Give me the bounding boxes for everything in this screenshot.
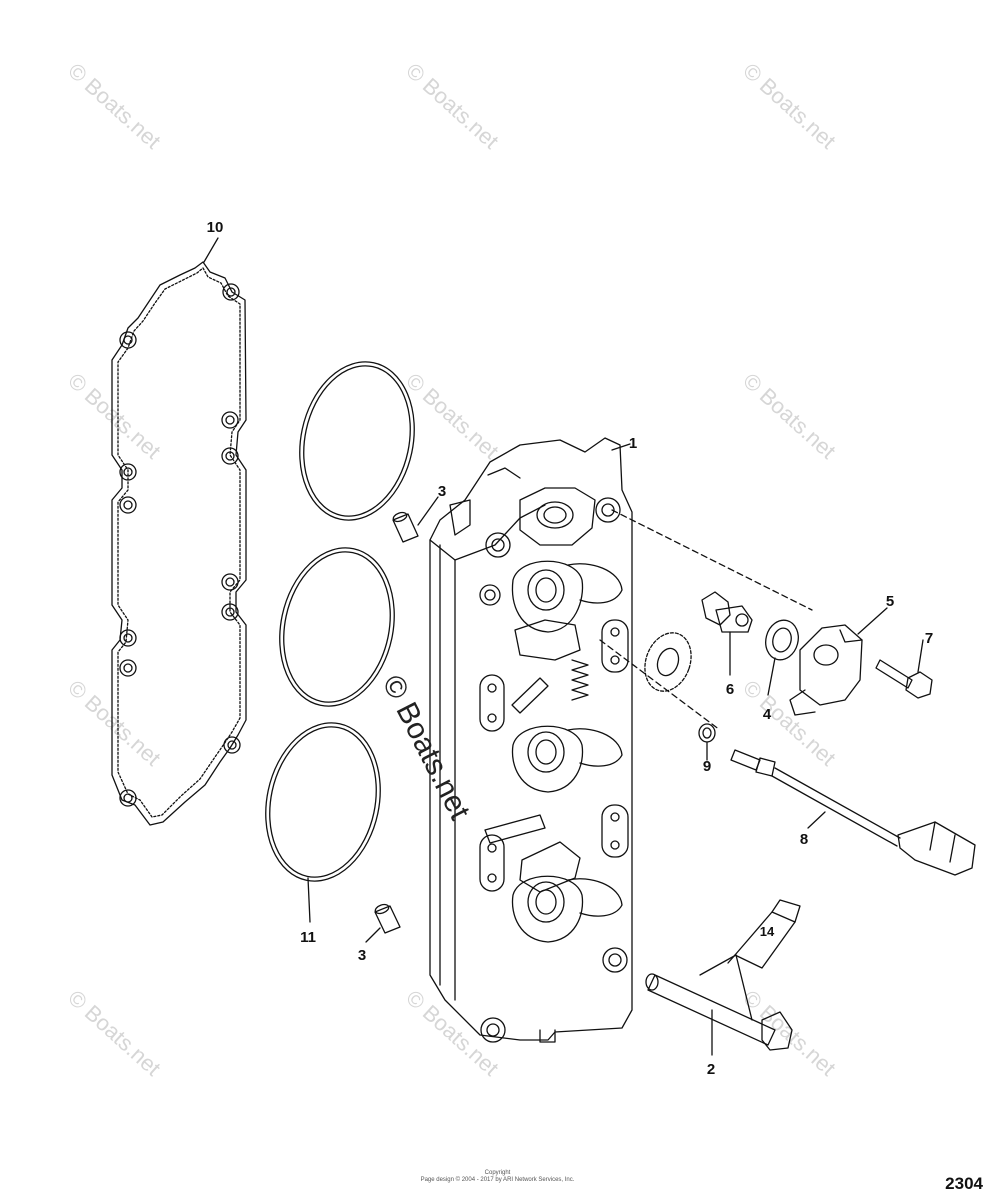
- callout-3-lower: 3: [358, 947, 366, 964]
- sensor-part-8: [730, 749, 976, 876]
- bolt-part-7: [875, 659, 933, 699]
- callout-10: 10: [207, 219, 224, 236]
- callout-2: 2: [707, 1061, 715, 1078]
- alignment-line: [611, 509, 813, 611]
- callout-9: 9: [703, 758, 711, 775]
- washer-part-9: [698, 723, 716, 743]
- thermostat-disc: [644, 632, 692, 692]
- gasket-part-10: [111, 261, 247, 826]
- callout-6: 6: [726, 681, 734, 698]
- callout-4: 4: [763, 706, 772, 723]
- washer-part-4: [765, 619, 799, 661]
- footer-page-design: Page design © 2004 - 2017 by ARI Network…: [420, 1177, 575, 1183]
- footer-copyright: Copyright: [484, 1170, 511, 1176]
- callout-14: 14: [760, 924, 775, 939]
- cover-part-5: [789, 624, 863, 716]
- callout-11: 11: [300, 929, 316, 946]
- alignment-line: [599, 639, 721, 731]
- dowel-pin-part-3-upper: [392, 511, 419, 543]
- callout-8: 8: [800, 831, 808, 848]
- bolt-part-2: [645, 973, 793, 1051]
- page-number: 2304: [945, 1174, 983, 1193]
- dowel-pin-part-3-lower: [374, 903, 401, 934]
- leader-lines: [203, 237, 924, 1056]
- callout-3-upper: 3: [438, 483, 446, 500]
- callouts: 10 1 3 5 7 6 4 9 8 14 11 3 2: [207, 219, 934, 1078]
- callout-1: 1: [629, 435, 637, 452]
- callout-7: 7: [925, 630, 933, 647]
- fitting-part-6: [701, 591, 753, 633]
- o-rings-part-11: [265, 361, 415, 882]
- callout-5: 5: [886, 593, 894, 610]
- housing-part-1: [429, 437, 633, 1043]
